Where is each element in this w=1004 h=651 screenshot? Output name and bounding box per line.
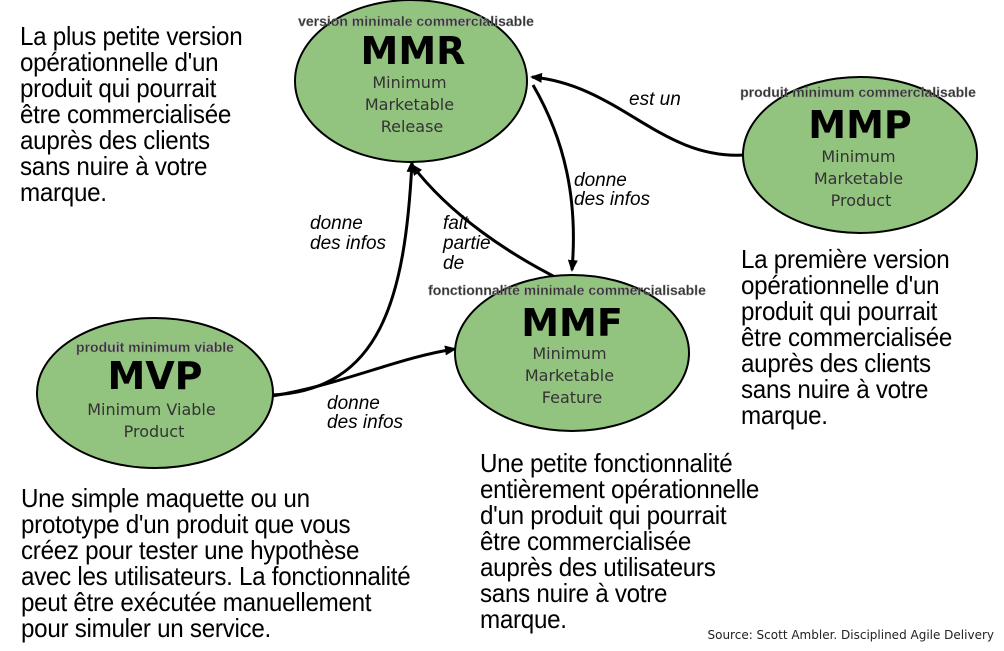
edge-mmf-to-mmr [410, 163, 566, 284]
node-mmr-tag: version minimale commercialisable [298, 13, 534, 29]
node-mvp-abbr: MVP [107, 354, 202, 398]
description-line: Une simple maquette ou un [21, 483, 310, 513]
node-mvp-tag: produit minimum viable [76, 339, 234, 355]
edge-label-mmf-mmr: fait partie de [442, 213, 496, 274]
description-line: marque. [20, 177, 107, 207]
description-line: être commercialisée [741, 322, 953, 352]
node-mmr-fullname: Minimum Marketable Release [365, 73, 459, 136]
description-line: sans nuire à votre [20, 151, 208, 181]
node-mmp-abbr: MMP [808, 103, 911, 147]
node-mmr-abbr: MMR [361, 29, 466, 73]
description-line: opérationnelle d'un [741, 270, 940, 300]
edge-mmp-to-mmr [530, 72, 746, 157]
node-mmf-abbr: MMF [521, 301, 623, 345]
description-mvp: Une simple maquette ou un prototype d'un… [21, 483, 411, 643]
description-line: avec les utilisateurs. La fonctionnalité [21, 561, 411, 591]
description-line: être commercialisée [20, 99, 232, 129]
description-line: La plus petite version [20, 21, 243, 51]
node-mmf-fullname: Minimum Marketable Feature [525, 344, 619, 407]
description-line: d'un produit qui pourrait [480, 500, 727, 530]
description-line: sans nuire à votre [480, 578, 668, 608]
edge-label-mvp-mmf: donne des infos [327, 393, 404, 433]
description-line: peut être exécutée manuellement [21, 587, 372, 617]
description-line: La première version [741, 244, 950, 274]
description-line: marque. [480, 604, 567, 634]
edge-label-mmp-mmr: est un [629, 89, 681, 110]
description-line: auprès des utilisateurs [480, 552, 716, 582]
node-mmf-shape [454, 274, 690, 432]
node-mmp-fullname: Minimum Marketable Product [814, 147, 908, 210]
node-mmf: fonctionnalité minimale commercialisable… [428, 274, 706, 432]
edge-mvp-to-mmf [271, 345, 457, 398]
node-mmf-tag: fonctionnalité minimale commercialisable [428, 282, 706, 298]
description-mmf: Une petite fonctionnalité entièrement op… [480, 450, 759, 632]
node-mmp-tag: produit minimum commercialisable [740, 84, 976, 100]
description-line: prototype d'un produit que vous [21, 509, 351, 539]
description-line: être commercialisée [480, 526, 692, 556]
description-mmp: La première version opérationnelle d'un … [741, 246, 952, 428]
node-mmp: produit minimum commercialisable MMP Min… [740, 76, 978, 234]
node-mmp-shape [742, 76, 978, 234]
description-line: Une petite fonctionnalité [480, 448, 733, 478]
edge-label-mvp-mmr: donne des infos [310, 213, 387, 254]
description-line: produit qui pourrait [741, 296, 938, 326]
edge-mmr-to-mmf [531, 84, 578, 272]
description-line: entièrement opérationnelle [480, 474, 760, 504]
edge-mvp-to-mmr [271, 160, 417, 397]
description-line: produit qui pourrait [20, 73, 217, 103]
node-mmr-shape [294, 0, 528, 163]
description-line: sans nuire à votre [741, 374, 929, 404]
description-line: pour simuler un service. [21, 613, 271, 643]
node-mvp: produit minimum viable MVP Minimum Viabl… [36, 317, 274, 469]
node-mmr: version minimale commercialisable MMR Mi… [294, 0, 534, 163]
node-mvp-fullname: Minimum Viable Product [87, 400, 221, 441]
source-credit: Source: Scott Ambler. Disciplined Agile … [707, 628, 994, 642]
node-mvp-shape [36, 317, 274, 469]
description-line: auprès des clients [741, 348, 931, 378]
description-line: auprès des clients [20, 125, 210, 155]
description-line: marque. [741, 400, 828, 430]
description-line: opérationnelle d'un [20, 47, 219, 77]
description-line: créez pour tester une hypothèse [21, 535, 360, 565]
description-mmr: La plus petite version opérationnelle d'… [20, 21, 243, 207]
edge-label-mmr-mmf: donne des infos [574, 170, 651, 210]
